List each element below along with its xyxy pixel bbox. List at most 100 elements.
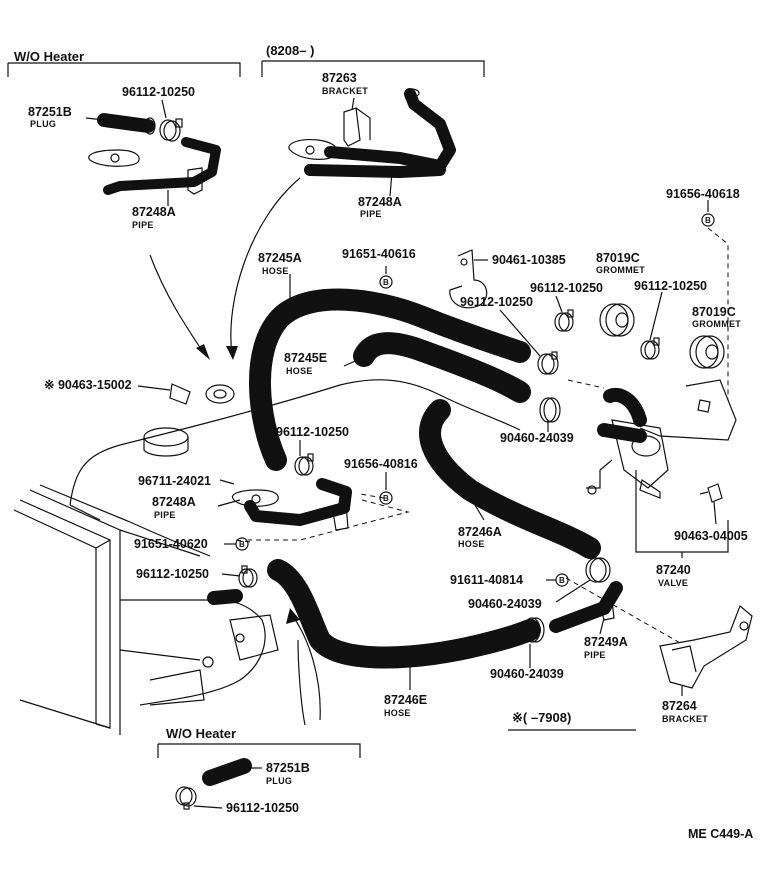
mount-plate <box>229 614 279 661</box>
clamp-icon <box>539 397 561 423</box>
bracket-90461 <box>449 249 488 309</box>
label-96711: 96711-24021 <box>138 474 211 488</box>
label-87245a-sub: HOSE <box>262 266 289 276</box>
label-96112-b: 96112-10250 <box>530 281 603 295</box>
label-91656-b: 91656-40816 <box>344 457 418 471</box>
label-90463-a: ※ 90463-15002 <box>44 378 132 392</box>
label-91651-b: 91651-40620 <box>134 537 208 551</box>
label-96112-e: 96112-10250 <box>276 425 349 439</box>
grommet-87019c-b <box>689 335 725 369</box>
group-bracket-bottom <box>157 743 361 758</box>
label-87245e-sub: HOSE <box>286 366 313 376</box>
svg-text:B: B <box>705 216 711 225</box>
top-left-group <box>88 113 221 195</box>
label-87248a-b: 87248A <box>358 195 402 209</box>
leader-lines <box>85 97 729 809</box>
main-hoses <box>207 288 601 669</box>
bolt-marker-icon <box>379 491 393 505</box>
label-87251b-b-sub: PLUG <box>266 776 292 786</box>
pipe-87248a-centre <box>231 478 410 541</box>
bracket-87263 <box>343 107 371 147</box>
bolt-markers: B B B B B <box>235 213 715 587</box>
label-96112-f: 96112-10250 <box>136 567 209 581</box>
plug-87251b-top <box>97 113 155 133</box>
clamp-icon <box>294 453 314 476</box>
header-wo-heater-bottom: W/O Heater <box>166 726 236 741</box>
label-87264-sub: BRACKET <box>662 714 708 724</box>
grommet-87019c-a <box>599 303 635 337</box>
header-range-top: (8208– ) <box>266 43 314 58</box>
label-87263: 87263 <box>322 71 357 85</box>
header-range-bottom: ※( –7908) <box>512 710 571 725</box>
label-87245e: 87245E <box>284 351 327 365</box>
label-87251b-a-sub: PLUG <box>30 119 56 129</box>
header-group: W/O Heater (8208– ) W/O Heater ※( –7908) <box>7 43 636 758</box>
label-96112-c: 96112-10250 <box>460 295 533 309</box>
label-90460-b: 90460-24039 <box>468 597 542 611</box>
bolt-90463-15002 <box>169 383 235 405</box>
bolt-marker-icon <box>379 275 393 289</box>
clamp-icon <box>554 309 574 332</box>
label-87264: 87264 <box>662 699 697 713</box>
label-87248a-a-sub: PIPE <box>132 220 154 230</box>
valve-87240 <box>586 379 737 499</box>
label-87251b-a: 87251B <box>28 105 72 119</box>
heater-core <box>13 484 211 735</box>
header-wo-heater-top: W/O Heater <box>14 49 84 64</box>
label-87246e: 87246E <box>384 693 427 707</box>
pipe-87249a <box>549 581 623 633</box>
top-right-group <box>288 88 456 178</box>
label-87246a-sub: HOSE <box>458 539 485 549</box>
label-87263-sub: BRACKET <box>322 86 368 96</box>
clamp-icon <box>585 557 611 583</box>
body-outline <box>69 379 521 706</box>
clamp-96112-top <box>159 118 183 142</box>
label-96112-g: 96112-10250 <box>226 801 299 815</box>
label-87246e-sub: HOSE <box>384 708 411 718</box>
label-90461: 90461-10385 <box>492 253 566 267</box>
label-91651-a: 91651-40616 <box>342 247 416 261</box>
assembly-arrows <box>149 177 321 726</box>
label-87249a-sub: PIPE <box>584 650 606 660</box>
label-96112-d: 96112-10250 <box>634 279 707 293</box>
clamp-icon <box>537 351 559 375</box>
clamp-icon <box>238 565 258 588</box>
svg-text:B: B <box>383 278 389 287</box>
footer-code: ME C449-A <box>688 827 753 841</box>
clamp-icon <box>640 337 660 360</box>
group-bracket-top-left <box>7 62 241 77</box>
label-87248a-c: 87248A <box>152 495 196 509</box>
label-87248a-b-sub: PIPE <box>360 209 382 219</box>
clip-90463-04005 <box>699 483 723 503</box>
svg-text:B: B <box>559 576 565 585</box>
dashed-connectors <box>235 227 729 645</box>
label-90460-a: 90460-24039 <box>500 431 574 445</box>
label-87019c-a-sub: GROMMET <box>596 265 645 275</box>
group-bracket-top-right <box>261 60 485 77</box>
label-87019c-b: 87019C <box>692 305 736 319</box>
bolt-marker-icon <box>701 213 715 227</box>
label-87019c-b-sub: GROMMET <box>692 319 741 329</box>
svg-text:B: B <box>383 494 389 503</box>
label-87248a-c-sub: PIPE <box>154 510 176 520</box>
pipe-flange-top-left <box>88 149 140 167</box>
label-87240-sub: VALVE <box>658 578 688 588</box>
label-87245a: 87245A <box>258 251 302 265</box>
clamp-icon <box>175 786 197 810</box>
part-labels: 96112-10250 87251B PLUG 87248A PIPE 8726… <box>28 71 753 841</box>
label-90463-b: 90463-04005 <box>674 529 748 543</box>
svg-text:B: B <box>239 540 245 549</box>
label-87251b-b: 87251B <box>266 761 310 775</box>
label-91656-a: 91656-40618 <box>666 187 740 201</box>
label-87248a-a: 87248A <box>132 205 176 219</box>
label-87246a: 87246A <box>458 525 502 539</box>
bracket-87264 <box>659 605 753 689</box>
label-87240: 87240 <box>656 563 691 577</box>
label-90460-c: 90460-24039 <box>490 667 564 681</box>
label-91611: 91611-40814 <box>450 573 523 587</box>
label-87019c-a: 87019C <box>596 251 640 265</box>
label-96112-a: 96112-10250 <box>122 85 195 99</box>
clamp-icon <box>523 617 545 643</box>
clamps <box>175 309 660 810</box>
